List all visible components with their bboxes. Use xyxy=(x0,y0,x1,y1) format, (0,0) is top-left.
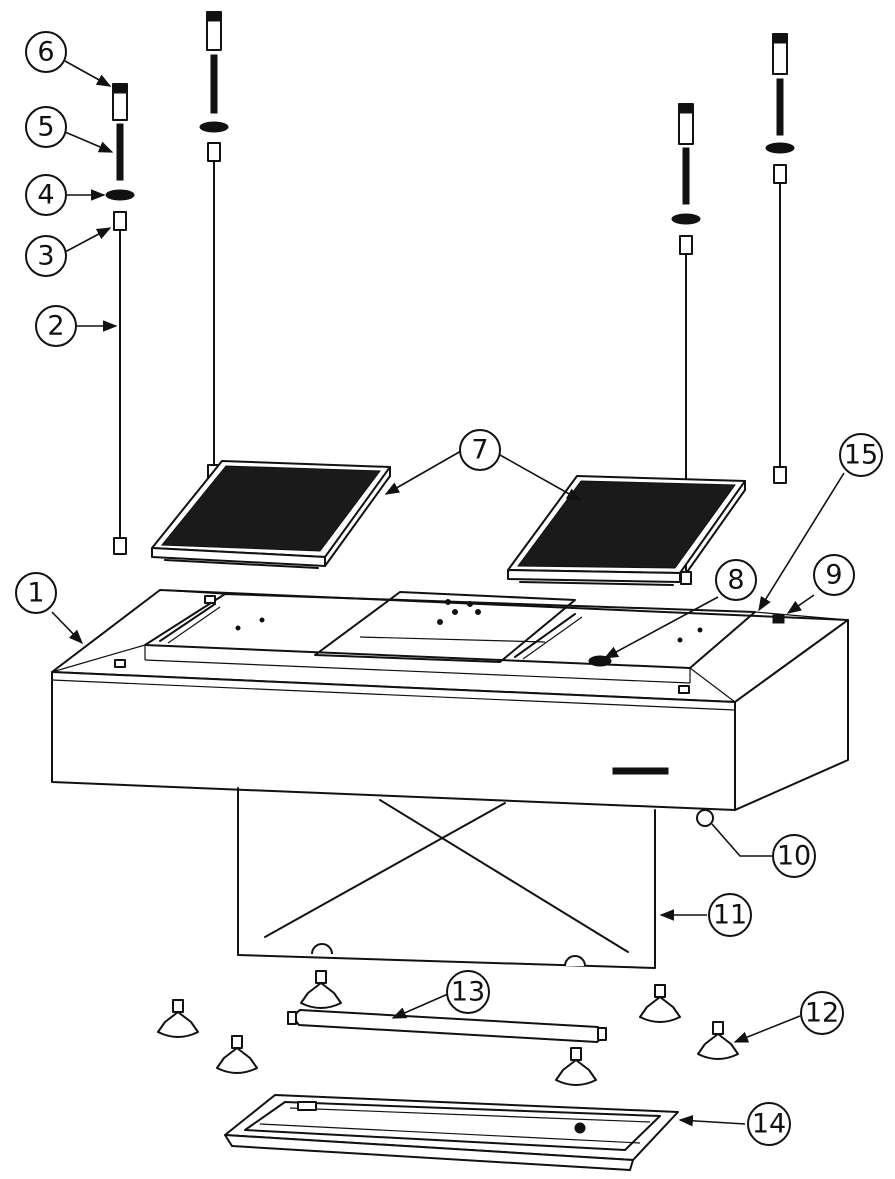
socket xyxy=(300,970,342,1009)
callout-9: 9 xyxy=(813,554,855,596)
socket xyxy=(555,1047,597,1086)
hanger-assembly-b xyxy=(199,11,229,482)
hanger-assembly-d xyxy=(765,33,795,484)
callout-14: 14 xyxy=(747,1102,791,1146)
callout-13: 13 xyxy=(446,970,490,1014)
callout-6: 6 xyxy=(25,31,67,73)
callout-12: 12 xyxy=(800,991,844,1035)
svg-text:14: 14 xyxy=(752,1109,786,1140)
hood-body xyxy=(51,589,849,811)
filter-left xyxy=(151,460,391,569)
plug xyxy=(696,809,714,827)
callout-2: 2 xyxy=(35,305,77,347)
svg-text:8: 8 xyxy=(727,565,744,596)
callout-1: 1 xyxy=(15,572,57,614)
callout-5: 5 xyxy=(25,106,67,148)
svg-text:15: 15 xyxy=(844,440,878,471)
svg-text:4: 4 xyxy=(37,180,54,211)
callout-3: 3 xyxy=(25,235,67,277)
callout-10: 10 xyxy=(772,834,816,878)
grease-cup xyxy=(588,655,612,667)
leader-lines xyxy=(51,60,845,1127)
fluorescent-tube xyxy=(287,1009,607,1043)
svg-text:3: 3 xyxy=(37,241,54,272)
cable-gripper xyxy=(113,211,127,231)
callout-4: 4 xyxy=(25,174,67,216)
callout-15: 15 xyxy=(839,433,883,477)
svg-text:6: 6 xyxy=(37,37,54,68)
callout-11: 11 xyxy=(708,893,752,937)
callout-7: 7 xyxy=(459,429,501,471)
svg-text:11: 11 xyxy=(713,900,747,931)
washer xyxy=(105,189,135,201)
svg-text:2: 2 xyxy=(47,311,64,342)
socket xyxy=(639,984,681,1023)
svg-text:5: 5 xyxy=(37,112,54,143)
svg-text:13: 13 xyxy=(451,977,485,1008)
svg-text:10: 10 xyxy=(777,841,811,872)
svg-text:1: 1 xyxy=(27,578,44,609)
light-cover xyxy=(224,1094,679,1171)
svg-text:9: 9 xyxy=(825,560,842,591)
lamp-sockets xyxy=(157,970,739,1086)
hood-side xyxy=(734,619,849,811)
socket xyxy=(216,1035,258,1074)
filter-right xyxy=(507,475,746,586)
nameplate xyxy=(612,767,669,775)
light-housing xyxy=(237,787,714,969)
svg-text:7: 7 xyxy=(471,435,488,466)
svg-text:12: 12 xyxy=(805,998,839,1029)
socket xyxy=(697,1021,739,1060)
center-panel xyxy=(314,591,576,663)
hanger-assembly-left xyxy=(105,83,135,555)
socket xyxy=(157,999,199,1038)
rear-mount xyxy=(772,614,785,624)
threaded-rod xyxy=(116,123,124,181)
callout-8: 8 xyxy=(715,559,757,601)
